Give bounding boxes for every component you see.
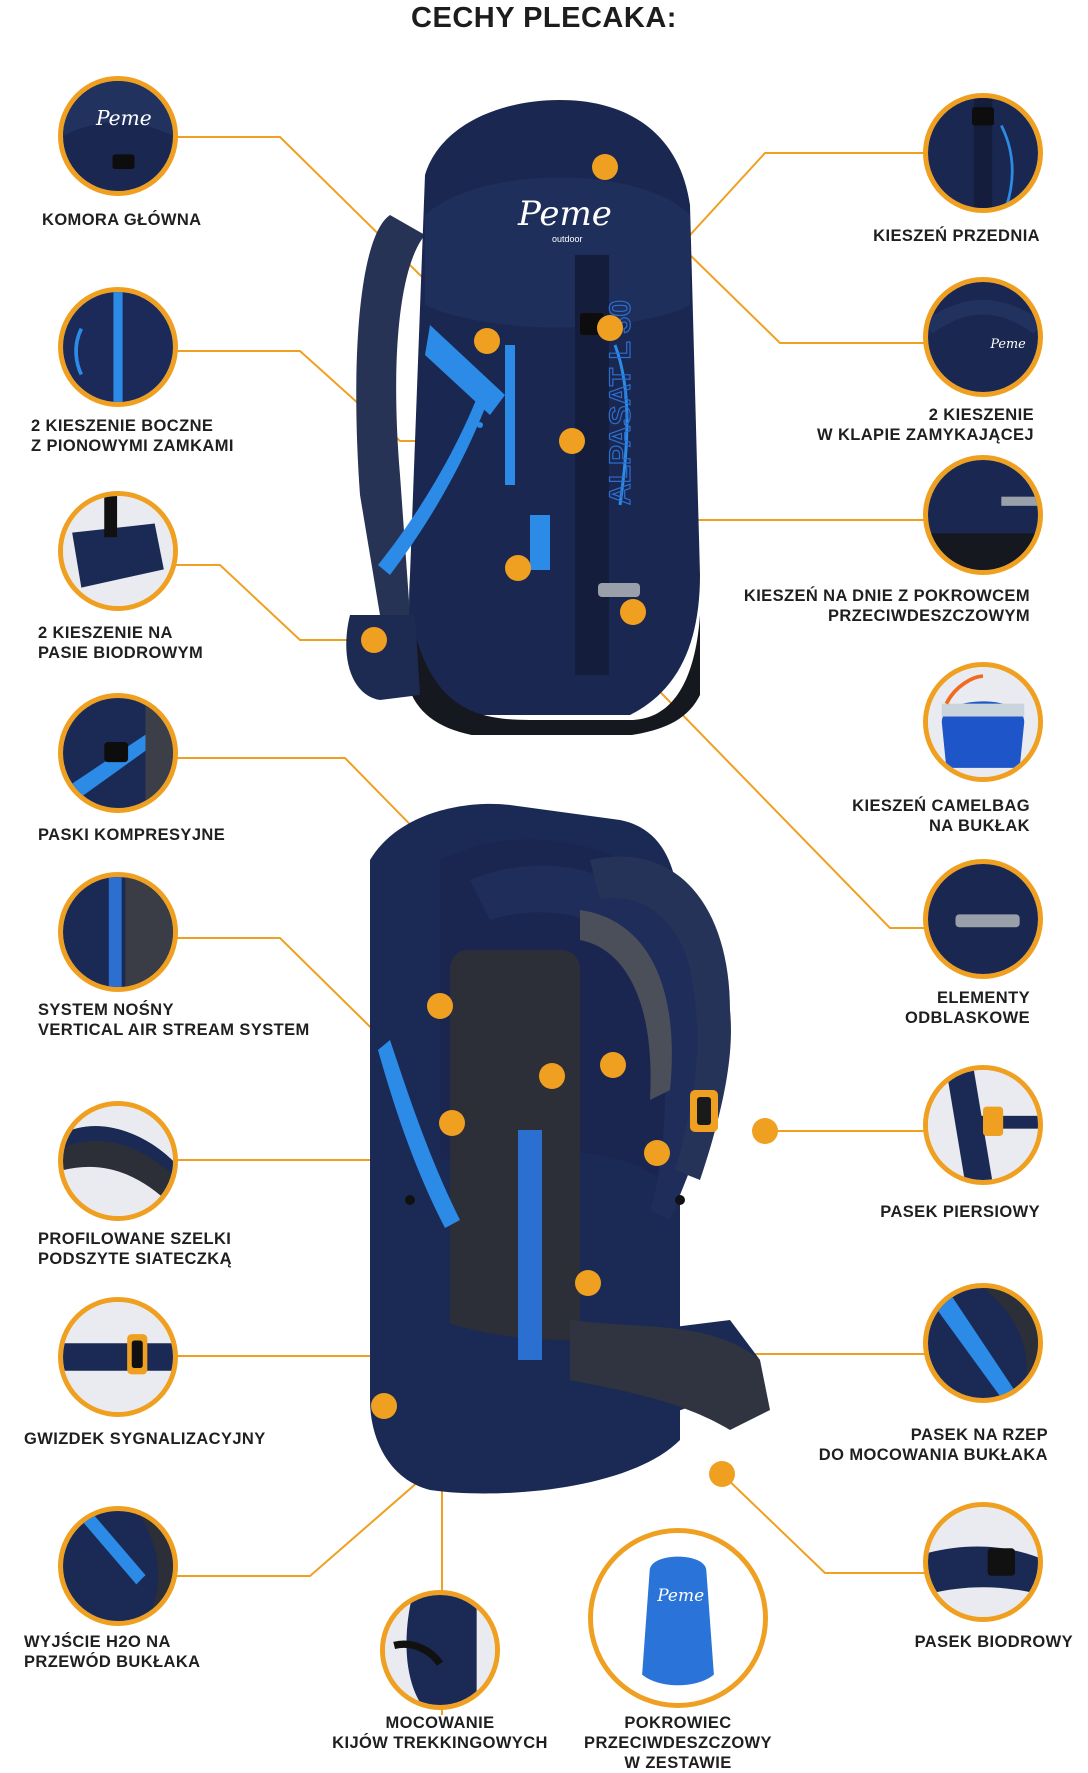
hotspot-camel (439, 1110, 465, 1136)
label-komora-glowna: KOMORA GŁÓWNA (42, 211, 202, 229)
backpack-front-image: Peme outdoor ALPASAT L 30 (346, 100, 700, 735)
brand-logo-front: Peme (517, 194, 612, 234)
thumb-camelbag (923, 662, 1043, 782)
thumb-system-nosny (58, 872, 178, 992)
thumb-piersiowy (923, 1065, 1043, 1185)
hotspot-h2o (644, 1140, 670, 1166)
thumb-rzep (923, 1283, 1043, 1403)
connector-biodrowy (721, 1473, 948, 1574)
connector-pas (165, 564, 374, 641)
hotspot-kompres (427, 993, 453, 1019)
thumb-cover-logo: Peme (656, 1586, 704, 1606)
hotspot-pas (361, 627, 387, 653)
hotspot-klapa (597, 315, 623, 341)
thumb-boczne (58, 287, 178, 407)
hotspot-rzep (575, 1270, 601, 1296)
thumb-pokrowiec: Peme (588, 1528, 768, 1708)
label-kieszen-przednia: KIESZEŃ PRZEDNIA (873, 227, 1040, 245)
page-title: CECHY PLECAKA: (411, 2, 677, 34)
thumb-pasek-biodrowy (923, 1502, 1043, 1622)
backpack-back-image (370, 803, 770, 1494)
hotspot-system (539, 1063, 565, 1089)
thumb-dno (923, 455, 1043, 575)
hotspot-boczne (559, 428, 585, 454)
thumb-odblaskowe (923, 859, 1043, 979)
hotspot-odblask (620, 599, 646, 625)
hotspot-przednia (592, 154, 618, 180)
connector-komora (148, 136, 488, 342)
thumb-kompresyjne (58, 693, 178, 813)
thumb-szelki (58, 1101, 178, 1221)
label-pasek-biodrowy: PASEK BIODROWY (914, 1633, 1073, 1651)
thumb-brand-logo: Peme (95, 106, 152, 130)
hotspot-szelki (600, 1052, 626, 1078)
thumb-komora-glowna: Peme (58, 76, 178, 196)
label-paski-kompresyjne: PASKI KOMPRESYJNE (38, 826, 226, 844)
thumb-kieszen-przednia (923, 93, 1043, 213)
hotspot-kije (371, 1393, 397, 1419)
thumb-gwizdek (58, 1297, 178, 1417)
thumb-mocowanie-kijow (380, 1590, 500, 1710)
thumb-klapa-logo: Peme (989, 337, 1026, 352)
thumb-wyjscie-h2o (58, 1506, 178, 1626)
hotspot-komora (474, 328, 500, 354)
label-gwizdek: GWIZDEK SYGNALIZACYJNY (24, 1430, 266, 1448)
hotspot-dno (505, 555, 531, 581)
brand-sub-front: outdoor (552, 234, 583, 244)
label-pasek-piersiowy: PASEK PIERSIOWY (880, 1203, 1040, 1221)
hotspot-biodrowy (709, 1461, 735, 1487)
thumb-pas-biodrowy (58, 491, 178, 611)
hotspot-piersiowy (752, 1118, 778, 1144)
thumb-klapa: Peme (923, 277, 1043, 397)
